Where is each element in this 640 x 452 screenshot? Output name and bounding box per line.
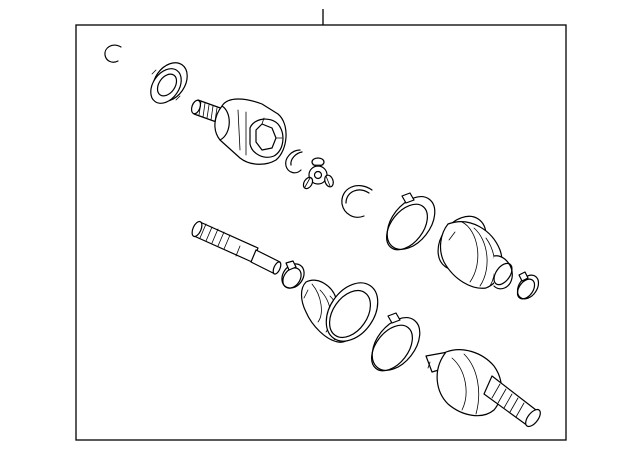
band-clamp-icon xyxy=(518,271,529,282)
c-clip-icon xyxy=(341,185,373,218)
c-clip-icon xyxy=(104,44,122,63)
inner-joint-housing xyxy=(190,98,287,165)
inner-boot xyxy=(437,215,513,290)
band-clamp-icon xyxy=(285,260,297,271)
boot-clamp-small-outer xyxy=(281,260,305,289)
diagram-frame xyxy=(75,24,567,441)
tripod-spider xyxy=(302,157,334,190)
bellows-boot-icon xyxy=(303,289,309,299)
band-clamp-icon xyxy=(387,312,401,324)
spider-clip xyxy=(285,149,303,174)
outer-cv-joint xyxy=(425,349,541,428)
boot-clamp-small-inner xyxy=(516,271,540,300)
dust-seal xyxy=(150,62,188,104)
cv-joint-icon xyxy=(427,361,431,369)
snap-ring-large xyxy=(341,185,373,218)
c-clip-icon xyxy=(285,149,303,174)
boot-clamp-large-inner xyxy=(386,192,436,251)
splined-shaft-icon xyxy=(235,245,241,257)
axle-shaft xyxy=(191,220,282,275)
ring-seal-icon xyxy=(151,69,181,101)
snap-ring-small xyxy=(104,44,122,63)
outer-boot xyxy=(300,279,379,343)
tripod-housing-icon xyxy=(261,117,283,139)
bellows-boot-icon xyxy=(448,231,456,241)
band-clamp-icon xyxy=(401,192,415,204)
tripod-icon xyxy=(304,164,331,188)
boot-clamp-large-outer xyxy=(371,312,421,372)
